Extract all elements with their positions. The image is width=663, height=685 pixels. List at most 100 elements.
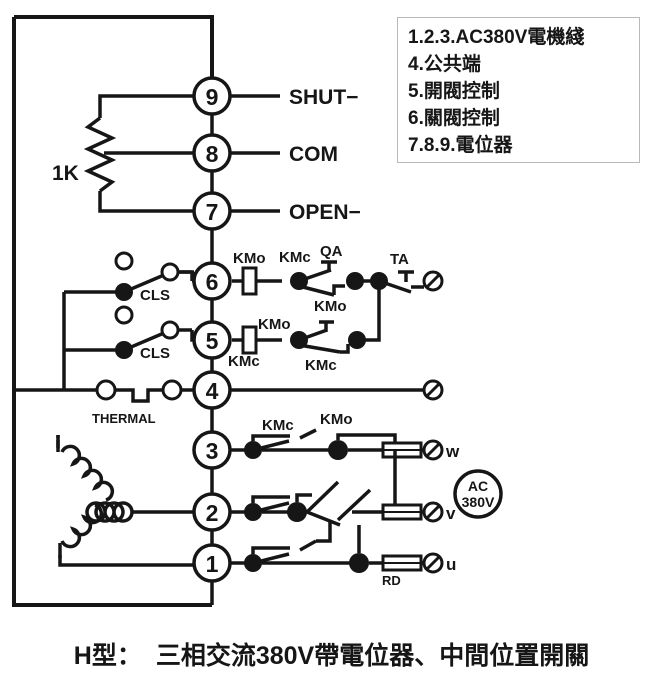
potentiometer-value-label: 1K (52, 162, 79, 185)
row2-kmc-top-link (251, 495, 290, 503)
terminal-w-slash (425, 442, 441, 458)
terminal-circle-8[interactable] (192, 133, 232, 173)
legend-line-5: 7.8.9.電位器 (408, 135, 513, 156)
terminal-circle-1[interactable] (192, 543, 232, 583)
terminal-number-3: 3 (206, 438, 219, 464)
terminal-number-4: 4 (206, 378, 219, 404)
pot-top-wire (98, 94, 212, 118)
fuse-rd-label: RD (382, 573, 401, 588)
legend-line-4: 6.關閥控制 (408, 108, 500, 129)
cls-upper-open-node-bottom (114, 305, 134, 325)
row5-kmc-upper-blade (298, 328, 328, 342)
row3-kmo-label: KMo (320, 411, 353, 428)
winding-b-lead-terminal1 (58, 555, 212, 567)
legend-line-2: 4.公共端 (408, 54, 481, 75)
cls-lower-label: CLS (140, 345, 170, 362)
terminal-number-9: 9 (206, 84, 219, 110)
cls-upper-blade (123, 273, 165, 294)
terminal-u-slash (425, 555, 441, 571)
terminal-circle-9[interactable] (192, 76, 232, 116)
ac-supply-voltage-label: 380V (462, 494, 495, 510)
thermal-label: THERMAL (92, 411, 156, 426)
enclosure-outline-left (12, 17, 212, 607)
row6-kmo-sub-label: KMo (314, 298, 347, 315)
reverse-cross-b (336, 488, 372, 522)
phase-label-w: w (445, 442, 460, 461)
row6-qa-blade (298, 268, 332, 283)
terminal-label-shut: SHUT− (289, 86, 358, 109)
row5-kmc-label: KMc (228, 353, 260, 370)
terminal-number-5: 5 (206, 328, 219, 354)
thermal-element (115, 388, 164, 403)
phase-label-u: u (446, 555, 456, 574)
cls-upper-open-node-top (114, 251, 134, 271)
row6-ta-blade (378, 279, 412, 294)
terminal-circle-2[interactable] (192, 492, 232, 532)
cls-lower-contact-node (160, 320, 180, 340)
terminal-circle-7[interactable] (192, 191, 232, 231)
row2-junction (287, 502, 307, 522)
legend-line-3: 5.開閥控制 (408, 81, 500, 102)
cls-upper-contact-node (160, 262, 180, 282)
row6-end-terminal-slash (425, 273, 441, 289)
thermal-node-right (161, 379, 183, 401)
row5-coil (241, 325, 258, 355)
terminal-circle-4[interactable] (192, 370, 232, 410)
row3-kmo-blade (299, 428, 317, 440)
cls-upper-label: CLS (140, 287, 170, 304)
row4-end-terminal-slash (425, 382, 441, 398)
row3-kmc-top-link (251, 434, 290, 441)
caption-description: 三相交流380V帶電位器、中間位置開關 (155, 642, 590, 670)
row6-qa-label: QA (320, 243, 343, 260)
row5-kmo-label: KMo (258, 316, 291, 333)
terminal-number-6: 6 (206, 269, 219, 295)
motor-winding-coil-a (60, 444, 115, 502)
terminal-circle-3[interactable] (192, 430, 232, 470)
motor-winding-coil-c (85, 501, 134, 523)
reverse-cross-c (306, 510, 341, 527)
row5-kmc-contact-label: KMc (305, 357, 337, 374)
terminal-v-slash (425, 504, 441, 520)
row3-kmc-label: KMc (262, 417, 294, 434)
terminal-label-open: OPEN− (289, 201, 361, 224)
row5-to-row6-link (357, 281, 381, 342)
enclosure-outline-top (14, 15, 214, 78)
row1-kmo-link (316, 520, 332, 543)
row5-kmc-blade (298, 343, 341, 354)
row2-kmo-link (295, 493, 312, 502)
terminal-number-7: 7 (206, 199, 219, 225)
row6-kmo-return (332, 284, 345, 295)
row3-junction (328, 440, 348, 460)
row6-kmc-blade (298, 284, 335, 297)
legend-line-1: 1.2.3.AC380V電機綫 (408, 27, 585, 48)
diagram-caption: H型： 三相交流380V帶電位器、中間位置開關 (0, 636, 663, 672)
potentiometer-element (83, 116, 117, 193)
terminal-circle-5[interactable] (192, 320, 232, 360)
legend-box: 1.2.3.AC380V電機綫 4.公共端 5.開閥控制 6.關閥控制 7.8.… (397, 17, 640, 163)
row2-kmc-blade (252, 501, 290, 514)
terminal-number-8: 8 (206, 141, 219, 167)
row5-return (340, 344, 350, 354)
terminal-number-2: 2 (206, 500, 219, 526)
row3-kmc-blade (252, 439, 290, 452)
row6-kmo-coil (241, 266, 258, 296)
row1-kmc-top-link (251, 546, 290, 554)
terminal-label-com: COM (289, 143, 338, 166)
row1-kmo-blade (299, 539, 317, 552)
cls-lower-blade (123, 331, 165, 352)
thermal-node-left (95, 379, 117, 401)
terminal-circle-6[interactable] (192, 261, 232, 301)
row6-kmc-label: KMc (279, 249, 311, 266)
row6-ta-label: TA (390, 251, 409, 268)
ac-supply-ac-label: AC (468, 478, 488, 494)
pot-bottom-wire (98, 191, 212, 213)
terminal-number-1: 1 (206, 551, 219, 577)
row1-junction (349, 553, 369, 573)
row6-kmo-coil-label: KMo (233, 250, 266, 267)
phase-label-v: v (446, 504, 456, 523)
caption-type-label: H型： (73, 642, 142, 670)
row1-kmc-blade (252, 552, 290, 565)
ac-supply-symbol (453, 469, 503, 519)
